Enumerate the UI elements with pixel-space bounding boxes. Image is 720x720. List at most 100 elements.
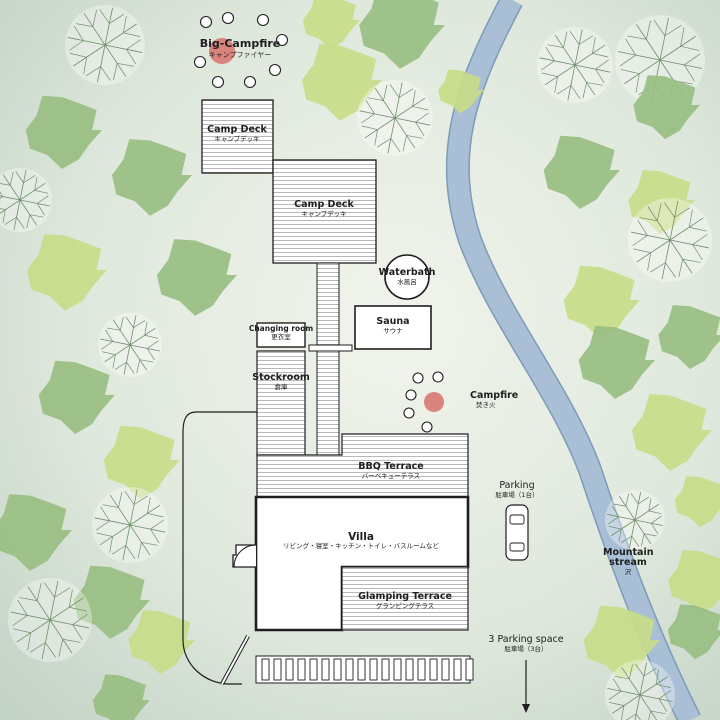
walkway-crossbar — [308, 344, 353, 352]
big-campfire-name: Big-Campfire — [199, 37, 281, 50]
villa-name: Villa — [348, 531, 374, 543]
big-campfire-jp: キャンプファイヤー — [208, 50, 272, 59]
tree-canopy-icon — [543, 135, 620, 209]
walking-path — [182, 411, 258, 685]
tree-canopy-icon — [628, 170, 695, 235]
camp-deck-2-jp: キャンプデッキ — [301, 209, 347, 218]
tree-canopy-icon — [357, 80, 433, 156]
stump-seat-icon — [243, 75, 257, 89]
car-icon — [505, 504, 529, 561]
walkway — [316, 262, 340, 456]
tree-canopy-icon — [537, 27, 613, 103]
parking-3-spaces — [255, 655, 474, 684]
tree-canopy-icon — [0, 494, 72, 571]
camp-deck-2-name: Camp Deck — [294, 199, 354, 210]
waterbath-jp: 水風呂 — [397, 277, 417, 286]
camp-deck-1 — [201, 99, 274, 174]
stump-seat-icon — [193, 55, 207, 69]
tree-canopy-icon — [438, 69, 484, 114]
changing-room — [256, 322, 306, 348]
arrow-down-icon — [522, 660, 530, 713]
tree-canopy-icon — [65, 5, 145, 85]
mountain-stream-label: Mountain stream 沢 — [603, 547, 654, 576]
tree-canopy-icon — [25, 95, 103, 169]
campfire-area — [403, 371, 444, 433]
sauna — [354, 305, 432, 350]
tree-canopy-icon — [674, 476, 720, 528]
big-campfire-label: Big-Campfire キャンプファイヤー — [199, 37, 281, 59]
stump-seat-icon — [432, 371, 444, 383]
tree-canopy-icon — [156, 239, 237, 316]
stump-seat-icon — [421, 421, 433, 433]
tree-canopy-icon — [92, 487, 168, 563]
waterbath-label: Waterbath 水風呂 — [378, 267, 436, 286]
sauna-name: Sauna — [376, 316, 410, 327]
tree-canopy-icon — [0, 168, 52, 232]
changing-room-name: Changing room — [248, 324, 314, 333]
sauna-label: Sauna サウナ — [376, 316, 410, 335]
tree-canopy-icon — [633, 75, 700, 140]
parking-jp: 駐車場（1台） — [495, 490, 539, 499]
tree-canopy-icon — [73, 565, 150, 639]
stump-seat-icon — [211, 75, 225, 89]
tree-canopy-icon — [8, 578, 92, 662]
campfire-name: Campfire — [470, 390, 519, 401]
bbq-terrace-label: BBQ Terrace バーベキューテラス — [358, 461, 424, 480]
glamping-terrace-label: Glamping Terrace グランピングテラス — [358, 591, 452, 610]
mountain-stream-jp: 沢 — [624, 567, 632, 576]
tree-canopy-icon — [359, 0, 445, 69]
camp-deck-2-label: Camp Deck キャンプデッキ — [294, 199, 354, 218]
villa-entrance — [232, 544, 256, 568]
stump-seat-icon — [199, 15, 213, 29]
parking-3-label: 3 Parking space 駐車場（3台） — [488, 634, 564, 653]
tree-canopy-icon — [111, 139, 192, 216]
tree-canopy-icon — [563, 265, 640, 339]
mountain-stream-name: Mountain stream — [603, 547, 654, 569]
stump-seat-icon — [256, 13, 270, 27]
stockroom-label: Stockroom 倉庫 — [252, 372, 310, 391]
tree-canopy-icon — [26, 234, 107, 311]
tree-canopy-icon — [578, 325, 655, 399]
changing-room-jp: 更衣室 — [271, 332, 291, 341]
camp-deck-1-label: Camp Deck キャンプデッキ — [207, 124, 267, 143]
stream-water — [447, 0, 700, 720]
tree-canopy-icon — [583, 605, 660, 679]
stockroom — [256, 350, 306, 456]
fire-pit-icon — [424, 392, 444, 412]
tree-canopy-icon — [103, 425, 180, 499]
waterbath-name: Waterbath — [378, 267, 436, 278]
bbq-terrace-name: BBQ Terrace — [358, 461, 424, 472]
waterbath — [384, 254, 430, 300]
tree-canopy-icon — [302, 0, 360, 50]
camp-deck-1-name: Camp Deck — [207, 124, 267, 135]
fire-pit-icon — [209, 38, 235, 64]
stump-seat-icon — [405, 389, 417, 401]
stump-seat-icon — [412, 372, 424, 384]
parking-3-name: 3 Parking space — [488, 634, 564, 645]
tree-canopy-icon — [668, 550, 720, 615]
stockroom-jp: 倉庫 — [274, 382, 288, 391]
villa-jp: リビング・寝室・キッチン・トイレ・バスルームなど — [283, 542, 439, 551]
glamping-terrace — [341, 566, 469, 631]
parking-label: Parking 駐車場（1台） — [495, 480, 539, 499]
big-campfire-area — [193, 11, 289, 89]
tree-canopy-icon — [38, 360, 116, 434]
bbq-terrace-jp: バーベキューテラス — [361, 471, 421, 480]
tree-canopy-icon — [301, 44, 382, 121]
stump-seat-icon — [275, 33, 289, 47]
tree-canopy-icon — [605, 660, 675, 720]
tree-canopy-icon — [605, 490, 665, 550]
tree-canopy-icon — [631, 394, 712, 471]
parking-3-jp: 駐車場（3台） — [504, 644, 548, 653]
sauna-jp: サウナ — [383, 326, 403, 335]
stockroom-name: Stockroom — [252, 372, 310, 383]
tree-canopy-icon — [128, 610, 195, 675]
campfire-label: Campfire 焚き火 — [470, 390, 519, 409]
tree-canopy-icon — [92, 674, 150, 720]
camp-deck-2 — [272, 159, 377, 264]
campfire-jp: 焚き火 — [476, 400, 496, 409]
stump-seat-icon — [221, 11, 235, 25]
villa-label: Villa リビング・寝室・キッチン・トイレ・バスルームなど — [283, 531, 439, 551]
stump-seat-icon — [268, 63, 282, 77]
